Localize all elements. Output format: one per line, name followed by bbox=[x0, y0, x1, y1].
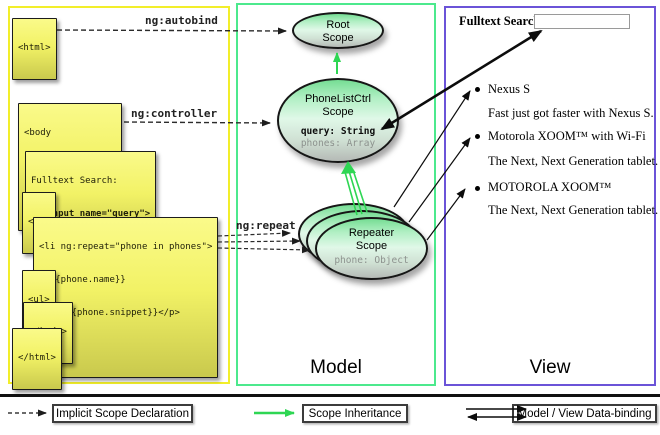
model-column: Model bbox=[236, 3, 436, 386]
scope-title: Repeater bbox=[348, 227, 395, 239]
code-text: <html> bbox=[18, 43, 51, 53]
view-item-desc: The Next, Next Generation tablet. bbox=[488, 154, 659, 168]
fulltext-search-input[interactable] bbox=[534, 14, 630, 29]
bullet-dot bbox=[475, 87, 480, 92]
scope-title: Root bbox=[326, 19, 350, 31]
view-column: View bbox=[444, 6, 656, 386]
label-ng-autobind: ng:autobind bbox=[145, 14, 218, 27]
view-item-title: MOTOROLA XOOM™ bbox=[488, 180, 612, 194]
scope-property: query: String bbox=[300, 126, 376, 137]
legend-implicit-scope-box: Implicit Scope Declaration bbox=[52, 404, 193, 423]
code-text: <p>{{phone.snippet}}</p> bbox=[39, 308, 180, 318]
code-text: Fulltext Search: bbox=[31, 176, 118, 186]
repeater-scope-ellipse: Repeater Scope phone: Object bbox=[315, 217, 428, 280]
code-text: <input name="query"> bbox=[31, 209, 151, 219]
code-text: <li ng:repeat="phone in phones"> bbox=[39, 242, 213, 252]
view-item-title: Motorola XOOM™ with Wi-Fi bbox=[488, 129, 646, 143]
code-box-html-close: </html> bbox=[12, 328, 62, 390]
code-box-html-open: <html> bbox=[12, 18, 57, 80]
code-text: </html> bbox=[18, 353, 56, 363]
view-item-title: Nexus S bbox=[488, 82, 531, 96]
scope-title: Scope bbox=[322, 31, 354, 44]
scope-property: phone: Object bbox=[334, 255, 409, 266]
code-text: <body bbox=[24, 128, 52, 138]
label-ng-controller: ng:controller bbox=[131, 107, 218, 120]
legend-label: Implicit Scope Declaration bbox=[56, 407, 189, 420]
model-column-title: Model bbox=[310, 357, 362, 378]
bullet-dot bbox=[475, 134, 480, 139]
code-text: <ul> bbox=[28, 295, 50, 305]
scope-title: Scope bbox=[322, 105, 354, 118]
legend-label: Model / View Data-binding bbox=[517, 407, 652, 420]
bullet-dot bbox=[475, 186, 480, 191]
legend-data-binding-box: Model / View Data-binding bbox=[512, 404, 657, 423]
scope-title: Scope bbox=[355, 239, 388, 252]
legend-label: Scope Inheritance bbox=[308, 407, 402, 420]
root-scope-ellipse: Root Scope bbox=[292, 12, 384, 49]
fulltext-search-label: Fulltext Search: bbox=[459, 14, 545, 28]
phonelistctrl-scope-ellipse: PhoneListCtrl Scope query: String phones… bbox=[277, 78, 399, 163]
code-box-li-repeat: <li ng:repeat="phone in phones"> {{phone… bbox=[33, 217, 219, 378]
view-item-desc: The Next, Next Generation tablet. bbox=[488, 203, 659, 217]
view-column-title: View bbox=[529, 357, 571, 378]
view-item-desc: Fast just got faster with Nexus S. bbox=[488, 106, 654, 120]
code-text: {{phone.name}} bbox=[39, 275, 126, 285]
label-ng-repeat: ng:repeat bbox=[236, 219, 296, 232]
legend-scope-inheritance-box: Scope Inheritance bbox=[302, 404, 408, 423]
legend-separator-line bbox=[0, 394, 660, 397]
scope-title: PhoneListCtrl bbox=[304, 93, 372, 105]
scope-property: phones: Array bbox=[300, 138, 376, 149]
